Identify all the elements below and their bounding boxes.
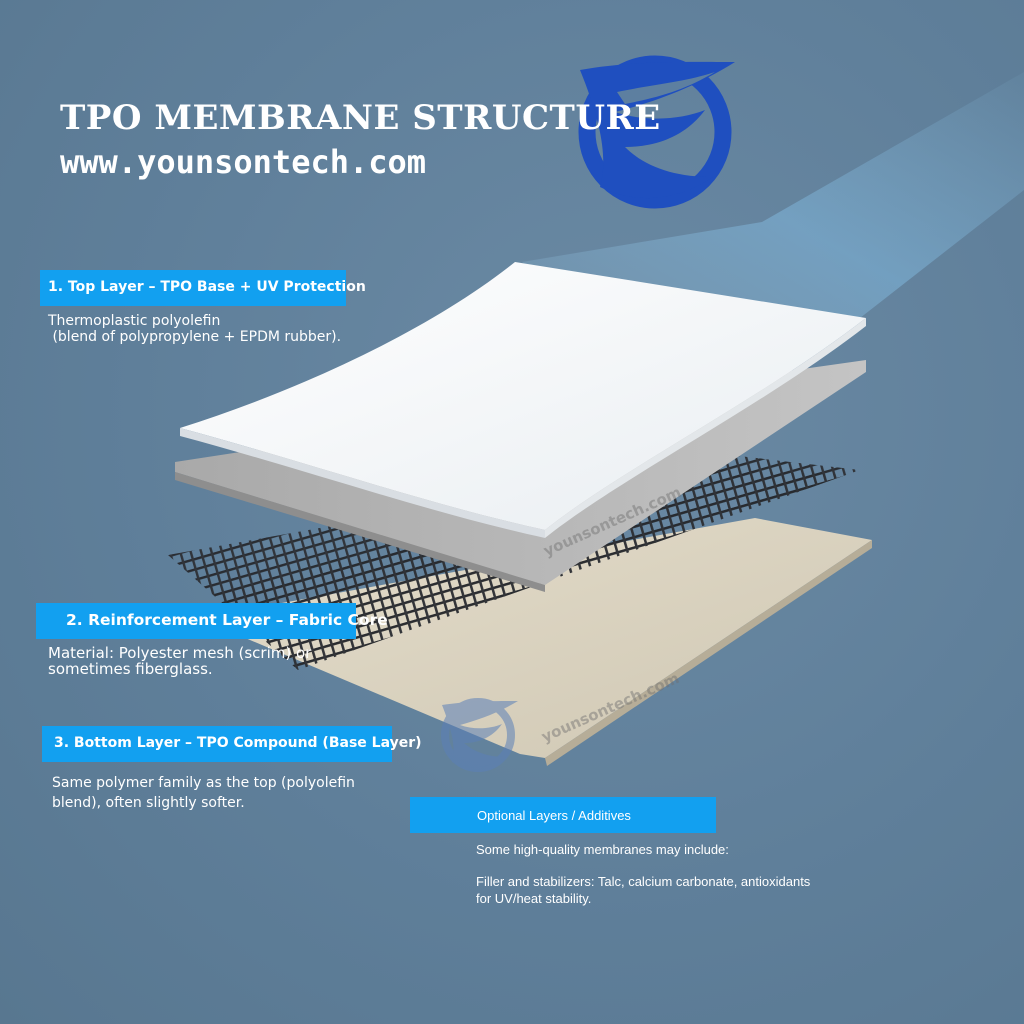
optional-layers-label: Optional Layers / Additives: [410, 797, 716, 833]
top-layer-description-line: (blend of polypropylene + EPDM rubber).: [48, 329, 342, 346]
company-logo: [578, 55, 735, 209]
reinforcement-layer-description-line: Material: Polyester mesh (scrim) or: [48, 644, 312, 662]
optional-layers-intro: Some high-quality membranes may include:: [476, 842, 729, 857]
bottom-base-layer-sheet: [198, 518, 872, 766]
optional-layers-detail-line: for UV/heat stability.: [476, 890, 592, 906]
bottom-layer-description-line: Same polymer family as the top (polyolef…: [52, 775, 355, 791]
reinforcement-layer-label: 2. Reinforcement Layer – Fabric Core: [36, 603, 388, 639]
reinforcement-layer-description: Material: Polyester mesh (scrim) or some…: [48, 644, 312, 678]
bottom-layer-description-line: blend), often slightly softer.: [52, 795, 245, 812]
bottom-layer-label: 3. Bottom Layer – TPO Compound (Base Lay…: [42, 726, 422, 762]
website-url: www.younsontech.com: [60, 143, 427, 181]
top-tpo-sheet: [180, 262, 866, 538]
optional-layers-description: Some high-quality membranes may include:…: [476, 842, 810, 907]
watermark-logo: [441, 698, 518, 772]
top-layer-description: Thermoplastic polyolefin (blend of polyp…: [48, 313, 341, 345]
page-title: TPO MEMBRANE STRUCTURE: [60, 98, 661, 138]
top-layer-label: 1. Top Layer – TPO Base + UV Protection: [40, 270, 366, 306]
light-beam: [522, 72, 1024, 352]
optional-layers-detail-line: Filler and stabilizers: Talc, calcium ca…: [476, 874, 811, 890]
top-layer-description-line: Thermoplastic polyolefin: [48, 313, 221, 329]
reinforcement-layer-description-line: sometimes fiberglass.: [48, 659, 213, 678]
bottom-layer-description: Same polymer family as the top (polyolef…: [52, 773, 355, 814]
